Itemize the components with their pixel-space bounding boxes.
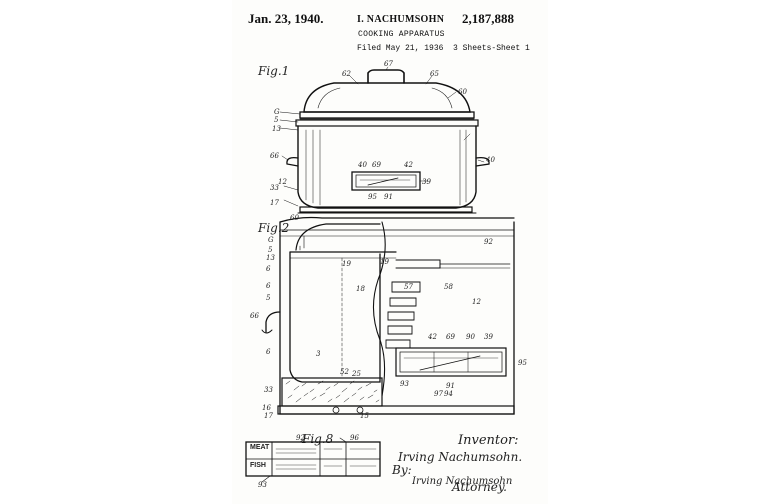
fig1-ref-numeral: 91 xyxy=(384,193,393,201)
filed-date: Filed May 21, 1936 xyxy=(357,44,444,53)
fig1-label: Fig.1 xyxy=(258,64,290,78)
fig2-ref-numeral: 19 xyxy=(342,260,351,268)
fig2-ref-numeral: 16 xyxy=(262,404,271,412)
fig1-ref-numeral: 13 xyxy=(272,125,281,133)
fig2-ref-numeral: 58 xyxy=(444,283,453,291)
fig2-ref-numeral: 94 xyxy=(444,390,453,398)
fig2-ref-numeral: 15 xyxy=(360,412,369,420)
fig2-ref-numeral: 13 xyxy=(266,254,275,262)
fig2-ref-numeral: 5 xyxy=(268,246,273,254)
fig1-ref-numeral: 42 xyxy=(404,161,413,169)
fig2-ref-numeral: 91 xyxy=(446,382,455,390)
chart-label-fish: FISH xyxy=(250,462,266,469)
fig2-ref-numeral: 33 xyxy=(264,386,273,394)
fig1-ref-numeral: 67 xyxy=(384,60,393,68)
fig1-ref-numeral: 17 xyxy=(270,199,279,207)
inventor-name: Irving Nachumsohn. xyxy=(398,450,523,464)
fig2-ref-numeral: 12 xyxy=(472,298,481,306)
fig8-ref-numeral: 96 xyxy=(350,434,359,442)
fig2-ref-numeral: 6 xyxy=(266,265,271,273)
fig2-ref-numeral: 57 xyxy=(404,283,413,291)
fig1-ref-numeral: 39 xyxy=(422,178,431,186)
attorney-signature: Irving Nachumsohn xyxy=(412,476,513,487)
fig2-ref-numeral: 92 xyxy=(484,238,493,246)
fig1-ref-numeral: 33 xyxy=(270,184,279,192)
fig2-ref-numeral: 18 xyxy=(356,285,365,293)
fig2-ref-numeral: 93 xyxy=(400,380,409,388)
fig2-ref-numeral: 6 xyxy=(266,348,271,356)
fig1-ref-numeral: G xyxy=(274,108,280,116)
patent-date: Jan. 23, 1940. xyxy=(248,11,324,26)
fig2-ref-numeral: 3 xyxy=(316,350,321,358)
inventor-header: I. NACHUMSOHN xyxy=(357,14,445,25)
fig2-ref-numeral: 66 xyxy=(250,312,259,320)
by-label: By: xyxy=(392,463,412,477)
fig8-ref-numeral: 92 xyxy=(296,434,305,442)
fig2-ref-numeral: 52 xyxy=(340,368,349,376)
fig1-ref-numeral: 5 xyxy=(274,116,279,124)
sheet-count: 3 Sheets-Sheet 1 xyxy=(453,44,530,53)
fig2-ref-numeral: 90 xyxy=(466,333,475,341)
fig1-ref-numeral: 65 xyxy=(430,70,439,78)
attorney-label: Attorney. xyxy=(452,480,507,494)
fig2-ref-numeral: 42 xyxy=(428,333,437,341)
fig2-ref-numeral: 95 xyxy=(518,359,527,367)
fig2-cross-section xyxy=(261,216,515,415)
chart-label-meat: MEAT xyxy=(250,444,270,451)
fig1-ref-numeral: 40 xyxy=(486,156,495,164)
fig8-chart-plate xyxy=(245,437,381,483)
fig2-ref-numeral: 5 xyxy=(266,294,271,302)
fig2-ref-numeral: G xyxy=(268,236,274,244)
leader-lines xyxy=(279,66,485,207)
fig8-ref-numeral: 93 xyxy=(258,481,267,489)
fig2-ref-numeral: 69 xyxy=(446,333,455,341)
fig2-ref-numeral: 6 xyxy=(266,282,271,290)
fig1-ref-numeral: 95 xyxy=(368,193,377,201)
patent-title: COOKING APPARATUS xyxy=(358,30,445,39)
fig1-ref-numeral: 69 xyxy=(372,161,381,169)
fig1-ref-numeral: 40 xyxy=(358,161,367,169)
fig1-ref-numeral: 62 xyxy=(342,70,351,78)
fig2-ref-numeral: 25 xyxy=(352,370,361,378)
fig2-ref-numeral: 19 xyxy=(380,258,389,266)
inventor-label: Inventor: xyxy=(458,433,519,448)
fig2-label: Fig.2 xyxy=(258,221,290,235)
fig2-ref-numeral: 60 xyxy=(290,214,299,222)
fig1-ref-numeral: 12 xyxy=(278,178,287,186)
fig1-ref-numeral: 60 xyxy=(458,88,467,96)
fig2-ref-numeral: 39 xyxy=(484,333,493,341)
fig1-ref-numeral: 66 xyxy=(270,152,279,160)
patent-number: 2,187,888 xyxy=(462,11,514,26)
fig2-ref-numeral: 97 xyxy=(434,390,443,398)
fig2-ref-numeral: 17 xyxy=(264,412,273,420)
